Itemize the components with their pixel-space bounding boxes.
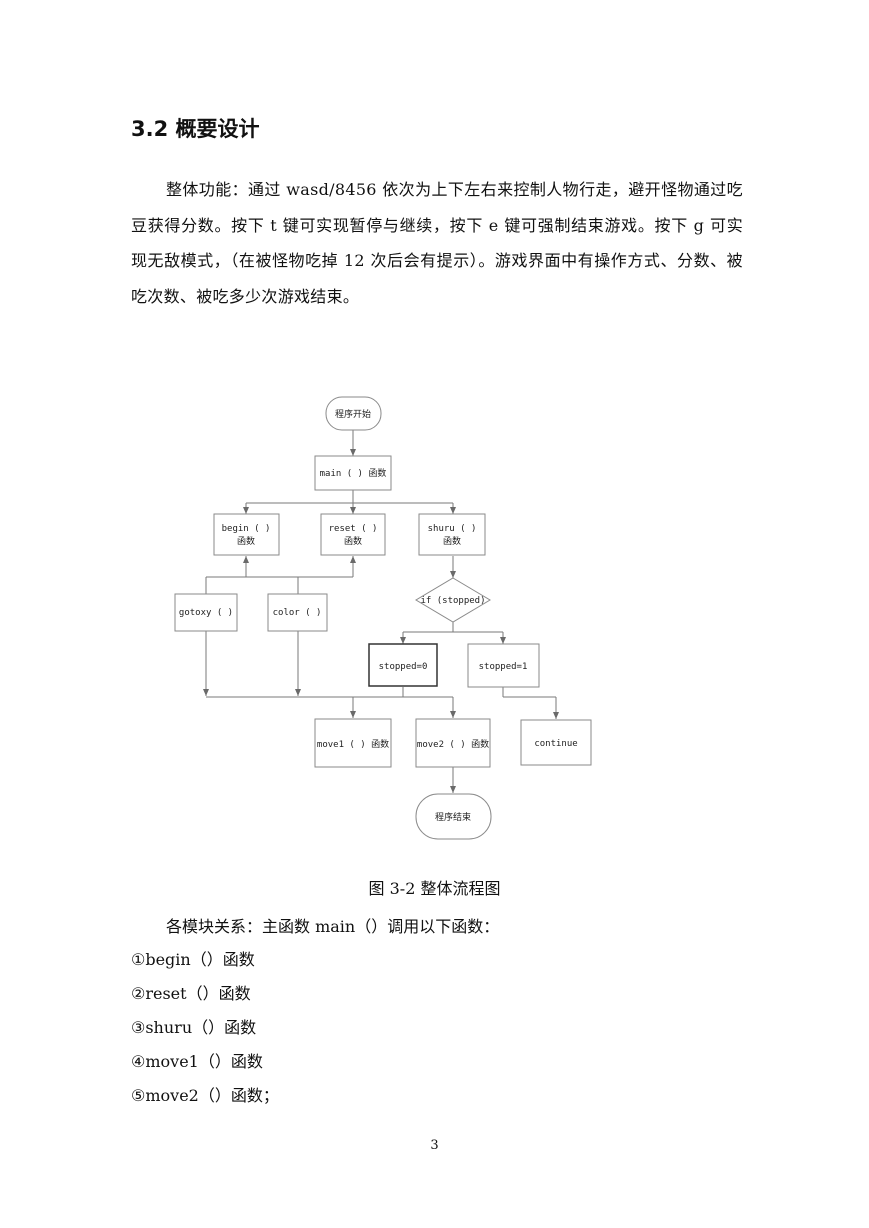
- flow-move1-label: move1 ( ) 函数: [317, 738, 389, 750]
- flow-stopped0-node: stopped=0: [368, 643, 438, 687]
- flow-color-label: color ( ): [273, 608, 322, 618]
- flow-shuru-label-1: shuru ( ): [428, 524, 477, 534]
- flow-end-node: 程序结束: [415, 793, 492, 840]
- flow-reset-label-2: 函数: [344, 535, 362, 547]
- flow-continue-node: continue: [520, 719, 592, 766]
- flow-stopped0-label: stopped=0: [379, 662, 428, 672]
- flow-main-label: main ( ) 函数: [320, 467, 387, 479]
- flow-gotoxy-label: gotoxy ( ): [179, 608, 233, 618]
- flowchart: 程序开始 main ( ) 函数 begin ( ) 函数 reset ( ) …: [174, 396, 592, 840]
- list-item: ③shuru（）函数: [131, 1018, 257, 1037]
- flow-move2-node: move2 ( ) 函数: [415, 718, 491, 768]
- flow-shuru-node: shuru ( ) 函数: [418, 513, 486, 556]
- flow-gotoxy-node: gotoxy ( ): [174, 593, 238, 632]
- flow-begin-label-2: 函数: [237, 535, 255, 547]
- flow-start-node: 程序开始: [325, 396, 382, 431]
- flow-stopped1-label: stopped=1: [479, 662, 528, 672]
- flow-condition-label: if (stopped): [420, 596, 485, 606]
- list-item: ①begin（）函数: [131, 950, 255, 969]
- list-item: ⑤move2（）函数；: [131, 1086, 279, 1105]
- function-list: ①begin（）函数 ②reset（）函数 ③shuru（）函数 ④move1（…: [131, 947, 279, 1117]
- list-item: ②reset（）函数: [131, 984, 251, 1003]
- flow-main-node: main ( ) 函数: [314, 455, 392, 491]
- flow-continue-label: continue: [534, 739, 577, 749]
- intro-paragraph: 整体功能：通过 wasd/8456 依次为上下左右来控制人物行走，避开怪物通过吃…: [131, 180, 743, 306]
- page-number: 3: [430, 1138, 439, 1153]
- flow-condition-node: if (stopped): [415, 577, 491, 623]
- figure-caption: 图 3-2 整体流程图: [368, 879, 501, 898]
- flow-start-label: 程序开始: [335, 408, 371, 420]
- flow-color-node: color ( ): [267, 593, 328, 632]
- flow-stopped1-node: stopped=1: [467, 643, 540, 688]
- flow-reset-node: reset ( ) 函数: [320, 513, 386, 556]
- flow-reset-label-1: reset ( ): [329, 524, 378, 534]
- flow-move2-label: move2 ( ) 函数: [417, 738, 489, 750]
- flow-begin-node: begin ( ) 函数: [213, 513, 280, 556]
- list-item: ④move1（）函数: [131, 1052, 263, 1071]
- flow-move1-node: move1 ( ) 函数: [314, 718, 392, 768]
- flow-connectors: [203, 430, 559, 793]
- flow-begin-label-1: begin ( ): [222, 524, 271, 534]
- flow-shuru-label-2: 函数: [443, 535, 461, 547]
- relation-text: 各模块关系：主函数 main（）调用以下函数：: [166, 917, 500, 936]
- flow-end-label: 程序结束: [435, 811, 471, 823]
- section-heading: 3.2 概要设计: [131, 117, 260, 141]
